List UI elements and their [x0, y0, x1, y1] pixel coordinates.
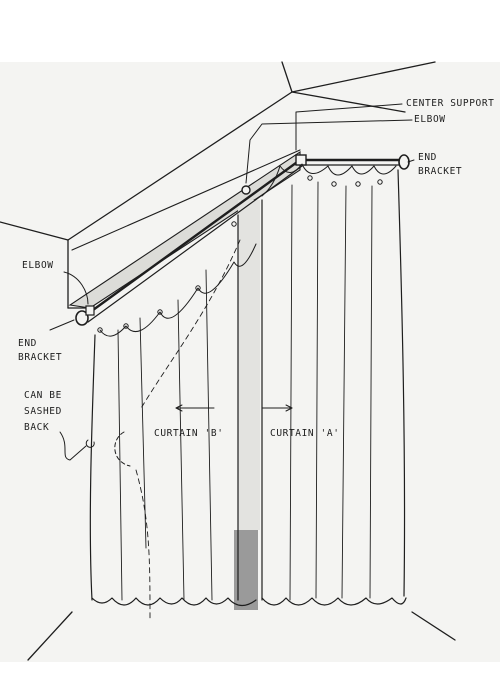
label-elbow-left: ELBOW	[22, 260, 54, 271]
soffit-top-edge	[71, 149, 301, 251]
curtain-b-sash-dashed	[139, 239, 241, 411]
curtain-b-fold	[117, 329, 123, 601]
center-support-icon	[241, 185, 251, 195]
curtain-a-panel	[261, 169, 407, 606]
sloped-soffit	[68, 149, 301, 309]
swag-horizontal	[261, 163, 397, 197]
ring-icon	[123, 323, 129, 329]
left-end-bracket-icon	[75, 310, 89, 326]
ring-icon	[331, 181, 337, 187]
rod-lower-edge	[87, 165, 303, 323]
label-end-bracket-right-1: END	[418, 152, 437, 163]
curtain-b-fold	[177, 299, 185, 601]
elbow-joint-icon	[295, 154, 307, 166]
wall-left-top-line	[0, 221, 69, 241]
ring-icon	[307, 175, 313, 181]
floor-right-line	[411, 611, 456, 641]
curtain-a-hem	[261, 597, 407, 606]
wall-corner-strip	[238, 200, 260, 530]
tieback-sketch	[85, 431, 131, 467]
label-curtain-b: CURTAIN 'B'	[154, 428, 224, 439]
end-bracket-right-leader	[407, 159, 415, 163]
label-can-be-1: CAN BE	[24, 390, 62, 401]
wall-corner-shadow	[234, 530, 258, 610]
ring-icon	[355, 181, 361, 187]
label-curtain-a: CURTAIN 'A'	[270, 428, 340, 439]
label-end-bracket-right-2: BRACKET	[418, 166, 462, 177]
annotation-leaders	[49, 103, 415, 461]
curtain-a-fold	[369, 185, 373, 599]
center-support-leader	[295, 103, 403, 151]
label-center-support: CENTER SUPPORT	[406, 98, 494, 109]
label-end-bracket-left-2: BRACKET	[18, 352, 62, 363]
sloped-ceiling-line	[67, 91, 293, 241]
swag-sloped	[99, 243, 257, 337]
tieback-hook-icon	[85, 439, 95, 448]
curtain-a-fold	[341, 185, 347, 599]
lower-elbow-joint-icon	[85, 305, 95, 316]
curtain-a-fold	[289, 184, 293, 601]
sash-leader	[59, 431, 87, 461]
curtain-b-fold	[139, 317, 147, 549]
curtain-a-fold	[315, 181, 319, 599]
label-end-bracket-left-1: END	[18, 338, 37, 349]
curtain-b-hem	[91, 597, 257, 607]
curtain-rings	[97, 163, 397, 337]
elbow-top-leader	[245, 119, 413, 184]
floor-left-line	[27, 611, 73, 661]
curtain-b-left-edge	[89, 334, 96, 601]
ring-icon	[97, 327, 103, 333]
label-can-be-2: SASHED	[24, 406, 62, 417]
curtain-b-sash-drop	[135, 469, 151, 621]
ring-icon	[195, 285, 201, 291]
end-bracket-left-leader	[49, 319, 75, 331]
label-elbow-top: ELBOW	[414, 114, 446, 125]
ceiling-ridge-line	[291, 91, 406, 113]
curtain-b-fold	[205, 269, 213, 601]
ring-icon	[157, 309, 163, 315]
curtain-a-arrowhead-icon	[285, 404, 293, 412]
curtain-b-arrowhead-icon	[175, 404, 183, 412]
elbow-left-leader	[63, 271, 89, 305]
label-can-be-3: BACK	[24, 422, 49, 433]
curtain-a-right-edge	[397, 169, 406, 597]
labels: CENTER SUPPORT ELBOW END BRACKET ELBOW E…	[18, 98, 494, 439]
soffit-face	[68, 150, 301, 309]
ring-icon	[377, 179, 383, 185]
tieback-loop	[114, 431, 131, 467]
room-outline	[0, 61, 456, 661]
curtain-rod	[75, 154, 410, 326]
ceiling-corner-line	[281, 61, 436, 93]
curtain-b-panel	[89, 214, 257, 621]
ring-icon	[231, 221, 237, 227]
rod-sloped-section	[80, 158, 302, 320]
